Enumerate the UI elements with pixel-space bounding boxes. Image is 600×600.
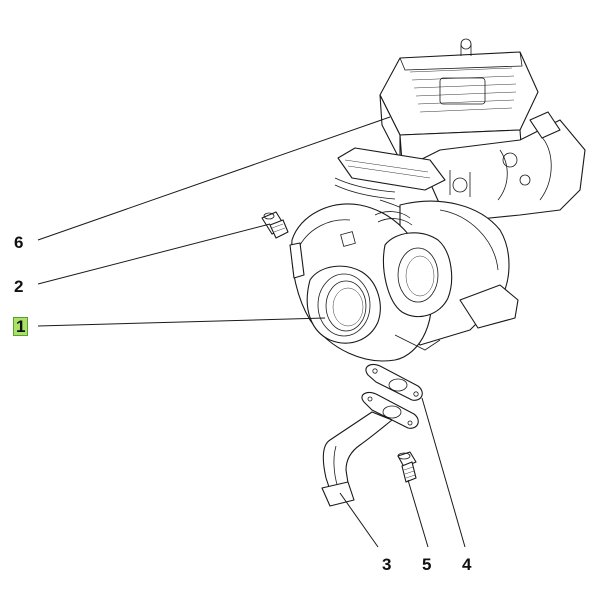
callout-1-label: 1 <box>16 317 26 336</box>
bolt[interactable] <box>397 451 417 483</box>
callout-3[interactable]: 3 <box>382 556 391 573</box>
leader-4 <box>421 397 466 548</box>
leader-3 <box>339 492 379 548</box>
callout-3-label: 3 <box>382 555 392 574</box>
callout-5[interactable]: 5 <box>422 556 431 573</box>
callout-5-label: 5 <box>422 555 432 574</box>
callout-2-label: 2 <box>14 277 24 296</box>
callout-1[interactable]: 1 <box>12 317 29 336</box>
callout-4-label: 4 <box>462 555 472 574</box>
leader-1 <box>37 317 326 327</box>
leader-5 <box>407 479 429 548</box>
callout-6[interactable]: 6 <box>14 234 23 251</box>
leader-lines <box>37 116 466 548</box>
oil-drain-pipe[interactable] <box>321 411 393 507</box>
mounting-plate <box>337 147 446 191</box>
leader-2 <box>37 223 271 285</box>
callout-6-label: 6 <box>14 233 24 252</box>
leader-6 <box>37 116 391 241</box>
banjo-fitting[interactable] <box>261 211 289 239</box>
gasket[interactable] <box>365 364 423 401</box>
turbocharger-housing[interactable] <box>289 200 519 362</box>
callout-4[interactable]: 4 <box>462 556 471 573</box>
callout-2[interactable]: 2 <box>14 278 23 295</box>
pipe-flange <box>361 392 419 429</box>
exhaust-manifold <box>419 111 586 221</box>
